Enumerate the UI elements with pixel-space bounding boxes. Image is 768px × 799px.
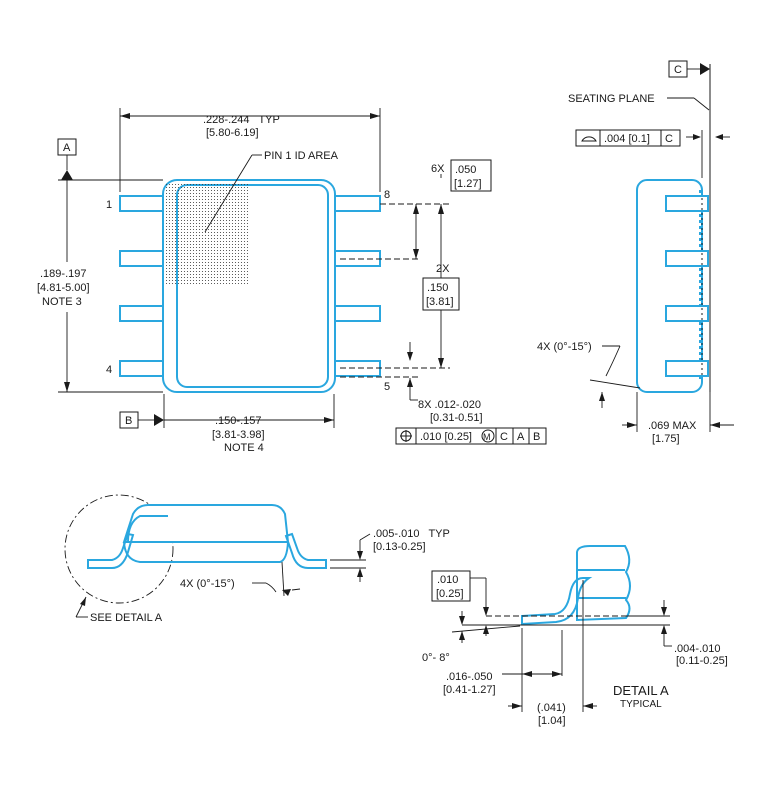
side-lead-2 bbox=[665, 250, 709, 267]
detail-subtitle: TYPICAL bbox=[620, 699, 662, 710]
pitch-mm: [1.27] bbox=[454, 178, 482, 190]
gauge-in: .010 bbox=[437, 574, 458, 586]
span-in: .150 bbox=[427, 282, 448, 294]
see-detail-label: SEE DETAIL A bbox=[90, 612, 163, 624]
lead-2 bbox=[119, 250, 165, 267]
flatness-datum: C bbox=[665, 133, 673, 145]
side-view: C SEATING PLANE .004 [0.1] C bbox=[537, 60, 734, 445]
height-label: .189-.197 bbox=[40, 268, 86, 280]
body-width-mm: [3.81-3.98] bbox=[212, 429, 265, 441]
fcf-datum-a: A bbox=[517, 431, 525, 443]
thickness-label: .005-.010 TYP bbox=[373, 528, 450, 540]
height-mm: [4.81-5.00] bbox=[37, 282, 90, 294]
position-control-frame: .010 [0.25] M C A B bbox=[395, 427, 547, 445]
detail-lead bbox=[521, 577, 593, 626]
flatness-value: .004 [0.1] bbox=[604, 133, 650, 145]
end-lead-left bbox=[87, 532, 135, 569]
seating-plane-label: SEATING PLANE bbox=[568, 93, 655, 105]
height-note: NOTE 3 bbox=[42, 296, 82, 308]
fcf-mmc: M bbox=[483, 432, 491, 442]
overall-width-mm: [5.80-6.19] bbox=[206, 127, 259, 139]
flatness-control-frame: .004 [0.1] C bbox=[575, 129, 681, 147]
datum-a-label: A bbox=[63, 142, 71, 154]
pin-label-4: 4 bbox=[106, 364, 112, 376]
ref-length-label: (.041) bbox=[537, 702, 566, 714]
pin1-area-label: PIN 1 ID AREA bbox=[264, 150, 339, 162]
max-height-label: .069 MAX bbox=[648, 420, 697, 432]
lead-width-label: 8X .012-.020 bbox=[418, 399, 481, 411]
fcf-datum-b: B bbox=[533, 431, 540, 443]
overall-width-label: .228-.244 TYP bbox=[203, 114, 280, 126]
thickness-mm: [0.13-0.25] bbox=[373, 541, 426, 553]
lead-8 bbox=[333, 195, 381, 212]
span-count: 2X bbox=[436, 263, 450, 275]
foot-length-label: .016-.050 bbox=[446, 671, 492, 683]
pin-label-8: 8 bbox=[384, 189, 390, 201]
lead-1 bbox=[119, 195, 165, 212]
span-mm: [3.81] bbox=[426, 296, 454, 308]
lead-thickness-label: .004-.010 bbox=[674, 643, 720, 655]
end-body bbox=[122, 504, 290, 543]
lead-3 bbox=[119, 305, 165, 322]
top-view: 1 4 8 5 PIN 1 ID AREA .228-.244 TYP [5.8… bbox=[37, 108, 547, 454]
end-angle-label: 4X (0°-15°) bbox=[180, 578, 235, 590]
gauge-mm: [0.25] bbox=[436, 588, 464, 600]
lead-5 bbox=[333, 360, 381, 377]
pin-label-5: 5 bbox=[384, 381, 390, 393]
span-box bbox=[422, 277, 460, 311]
pin1-id-area bbox=[166, 183, 248, 286]
lead-4 bbox=[119, 360, 165, 377]
side-body bbox=[636, 179, 703, 393]
detail-body bbox=[576, 545, 631, 622]
pin-label-1: 1 bbox=[106, 199, 112, 211]
lead-thickness-mm: [0.11-0.25] bbox=[676, 655, 728, 667]
lead-width-mm: [0.31-0.51] bbox=[430, 412, 483, 424]
pitch-count: 6X bbox=[431, 163, 445, 175]
datum-c-label: C bbox=[674, 64, 682, 76]
body-width-label: .150-.157 bbox=[215, 415, 261, 427]
ref-length-mm: [1.04] bbox=[538, 715, 566, 727]
side-lead-1 bbox=[665, 195, 709, 212]
end-lead-right bbox=[284, 532, 327, 569]
lead-7 bbox=[333, 250, 381, 267]
detail-title: DETAIL A bbox=[613, 683, 669, 698]
gauge-box bbox=[431, 570, 471, 602]
side-lead-3 bbox=[665, 305, 709, 322]
lead-6 bbox=[333, 305, 381, 322]
datum-b-label: B bbox=[125, 415, 132, 427]
body-width-note: NOTE 4 bbox=[224, 442, 264, 454]
pitch-box bbox=[450, 159, 492, 192]
end-view: 4X (0°-15°) SEE DETAIL A .005-.010 TYP [… bbox=[64, 494, 450, 624]
fcf-datum-c: C bbox=[500, 431, 508, 443]
fcf-position: .010 [0.25] bbox=[420, 431, 472, 443]
detail-a: .010 [0.25] 0°- 8° .004-.010 [0.11-0.25]… bbox=[422, 545, 728, 727]
max-height-mm: [1.75] bbox=[652, 433, 680, 445]
pitch-in: .050 bbox=[455, 164, 476, 176]
detail-angle-label: 0°- 8° bbox=[422, 652, 450, 664]
foot-length-mm: [0.41-1.27] bbox=[443, 684, 496, 696]
side-lead-4 bbox=[665, 360, 709, 377]
side-angle-label: 4X (0°-15°) bbox=[537, 341, 592, 353]
detail-a-callout-circle bbox=[64, 494, 174, 604]
